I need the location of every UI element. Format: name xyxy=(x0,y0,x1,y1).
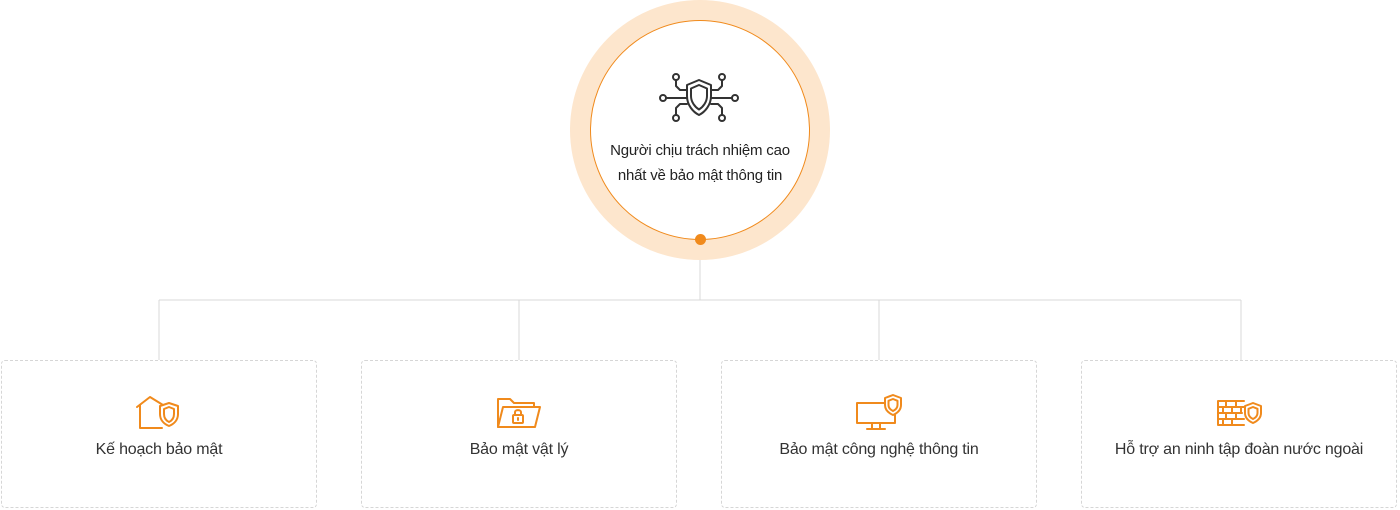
card-label: Kế hoạch bảo mật xyxy=(95,441,223,458)
central-node-title-line1: Người chịu trách nhiệm cao xyxy=(610,142,790,159)
card-it-security: Bảo mật công nghệ thông tin xyxy=(721,360,1037,508)
house-shield-icon xyxy=(136,396,179,429)
central-node xyxy=(590,20,810,240)
card-label: Bảo mật công nghệ thông tin xyxy=(779,441,979,458)
central-node-title: Người chịu trách nhiệm cao nhất về bảo m… xyxy=(600,138,800,188)
central-node-title-line2: nhất về bảo mật thông tin xyxy=(617,167,783,184)
firewall-shield-icon xyxy=(1217,400,1262,426)
card-label: Hỗ trợ an ninh tập đoàn nước ngoài xyxy=(1114,441,1364,458)
card-overseas-group-security: Hỗ trợ an ninh tập đoàn nước ngoài xyxy=(1081,360,1397,508)
folder-lock-icon xyxy=(497,398,541,428)
network-shield-icon xyxy=(659,73,739,122)
monitor-shield-icon xyxy=(856,394,902,430)
connector-dot xyxy=(695,234,706,245)
card-label: Bảo mật vật lý xyxy=(469,441,569,458)
card-physical-security: Bảo mật vật lý xyxy=(361,360,677,508)
card-security-plan: Kế hoạch bảo mật xyxy=(1,360,317,508)
